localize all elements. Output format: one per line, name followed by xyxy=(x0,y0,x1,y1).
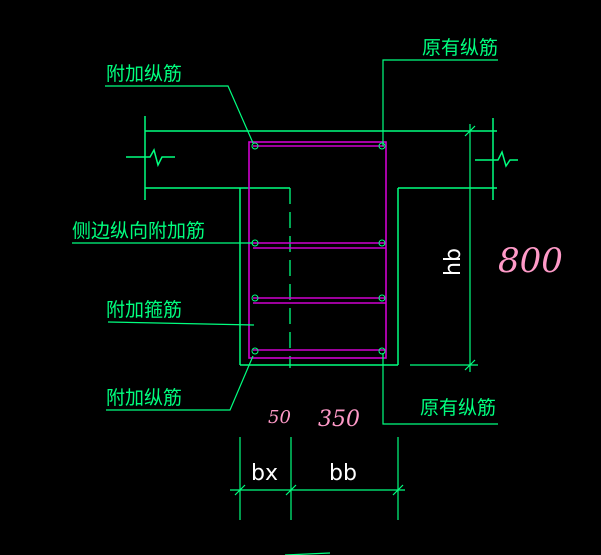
rebar-cage xyxy=(248,141,387,359)
break-symbols xyxy=(126,148,518,168)
handwritten-bx-value: 50 xyxy=(268,407,291,428)
handwritten-bb-value: 350 xyxy=(318,407,360,432)
dim-label-bx: bx xyxy=(251,461,278,486)
label-side-long-added: 侧边纵向附加筋 xyxy=(72,220,205,242)
dimension-hb xyxy=(410,124,478,372)
dimension-bx-bb xyxy=(230,437,405,520)
label-original-long-top: 原有纵筋 xyxy=(422,37,498,59)
label-added-long-bottom: 附加纵筋 xyxy=(106,387,182,409)
label-added-long-top: 附加纵筋 xyxy=(106,63,182,85)
dim-label-hb: hb xyxy=(441,248,466,276)
handwritten-height: 800 xyxy=(498,241,563,281)
dim-label-bb: bb xyxy=(329,461,357,486)
beam-outline xyxy=(144,116,497,366)
label-added-stirrup: 附加箍筋 xyxy=(106,299,182,321)
leader-lines xyxy=(72,59,498,425)
label-original-long-bottom: 原有纵筋 xyxy=(420,397,496,419)
